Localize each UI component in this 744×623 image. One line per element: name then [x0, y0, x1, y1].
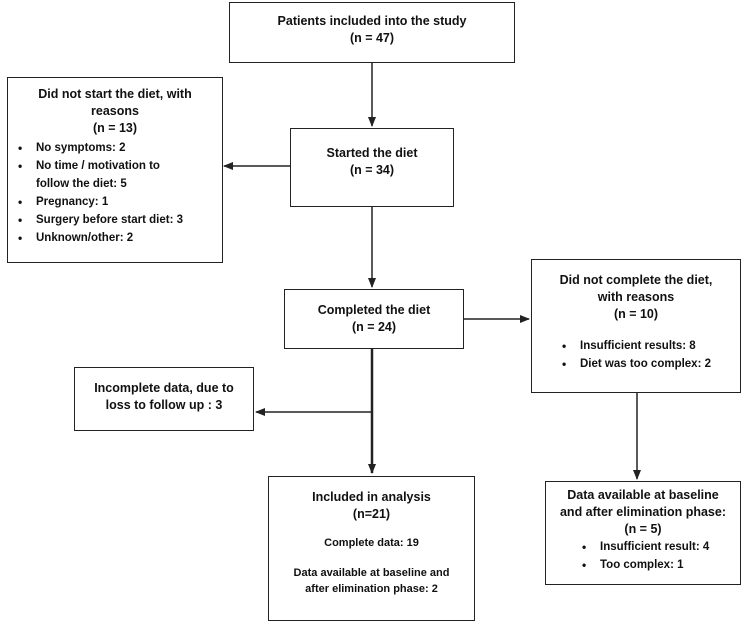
- did-not-start-reasons: No symptoms: 2 No time / motivation to f…: [8, 139, 222, 247]
- heading-line: (n = 13): [92, 121, 138, 135]
- box-data-available-heading: Data available at baseline and after eli…: [546, 487, 740, 538]
- box-did-not-start-heading: Did not start the diet, with reasons (n …: [8, 86, 222, 137]
- list-item: Insufficient results: 8: [556, 337, 740, 355]
- did-not-complete-reasons: Insufficient results: 8 Diet was too com…: [532, 337, 740, 373]
- list-item: Pregnancy: 1: [12, 193, 222, 211]
- list-item: Unknown/other: 2: [12, 229, 222, 247]
- heading-line: (n = 5): [624, 522, 662, 536]
- box-started-count: (n = 34): [349, 163, 395, 177]
- box-started-title: Started the diet: [326, 146, 418, 160]
- box-incomplete-line1: Incomplete data, due to: [94, 381, 234, 395]
- list-item: Surgery before start diet: 3: [12, 211, 222, 229]
- box-included-analysis: Included in analysis (n=21) Complete dat…: [268, 476, 475, 621]
- box-analysis-data-available-2: after elimination phase: 2: [305, 583, 438, 595]
- box-completed-title: Completed the diet: [317, 303, 431, 317]
- list-item: Too complex: 1: [576, 556, 740, 574]
- list-item: No symptoms: 2: [12, 139, 222, 157]
- box-incomplete-line2: loss to follow up : 3: [105, 398, 223, 412]
- list-item: Insufficient result: 4: [576, 538, 740, 556]
- list-item: Diet was too complex: 2: [556, 355, 740, 373]
- heading-line: with reasons: [597, 290, 675, 304]
- box-analysis-complete-data: Complete data: 19: [324, 537, 419, 549]
- box-incomplete-data: Incomplete data, due to loss to follow u…: [74, 367, 254, 431]
- box-did-not-complete-heading: Did not complete the diet, with reasons …: [532, 272, 740, 323]
- data-available-reasons: Insufficient result: 4 Too complex: 1: [546, 538, 740, 574]
- heading-line: and after elimination phase:: [559, 505, 726, 519]
- heading-line: Did not complete the diet,: [559, 273, 713, 287]
- box-analysis-data-available-1: Data available at baseline and: [293, 567, 450, 579]
- box-patients-included-title: Patients included into the study: [277, 14, 467, 28]
- box-completed-diet: Completed the diet (n = 24): [284, 289, 464, 349]
- heading-line: reasons: [91, 104, 139, 118]
- box-patients-included-count: (n = 47): [349, 31, 395, 45]
- heading-line: Data available at baseline: [567, 488, 719, 502]
- box-started-diet: Started the diet (n = 34): [290, 128, 454, 207]
- box-analysis-count: (n=21): [352, 507, 391, 521]
- box-did-not-start: Did not start the diet, with reasons (n …: [7, 77, 223, 263]
- heading-line: (n = 10): [613, 307, 659, 321]
- box-analysis-title: Included in analysis: [312, 490, 431, 504]
- heading-line: Did not start the diet, with: [38, 87, 192, 101]
- box-did-not-complete: Did not complete the diet, with reasons …: [531, 259, 741, 393]
- list-item: No time / motivation to follow the diet:…: [12, 157, 222, 193]
- box-patients-included: Patients included into the study (n = 47…: [229, 2, 515, 63]
- box-completed-count: (n = 24): [351, 320, 397, 334]
- box-data-available: Data available at baseline and after eli…: [545, 481, 741, 585]
